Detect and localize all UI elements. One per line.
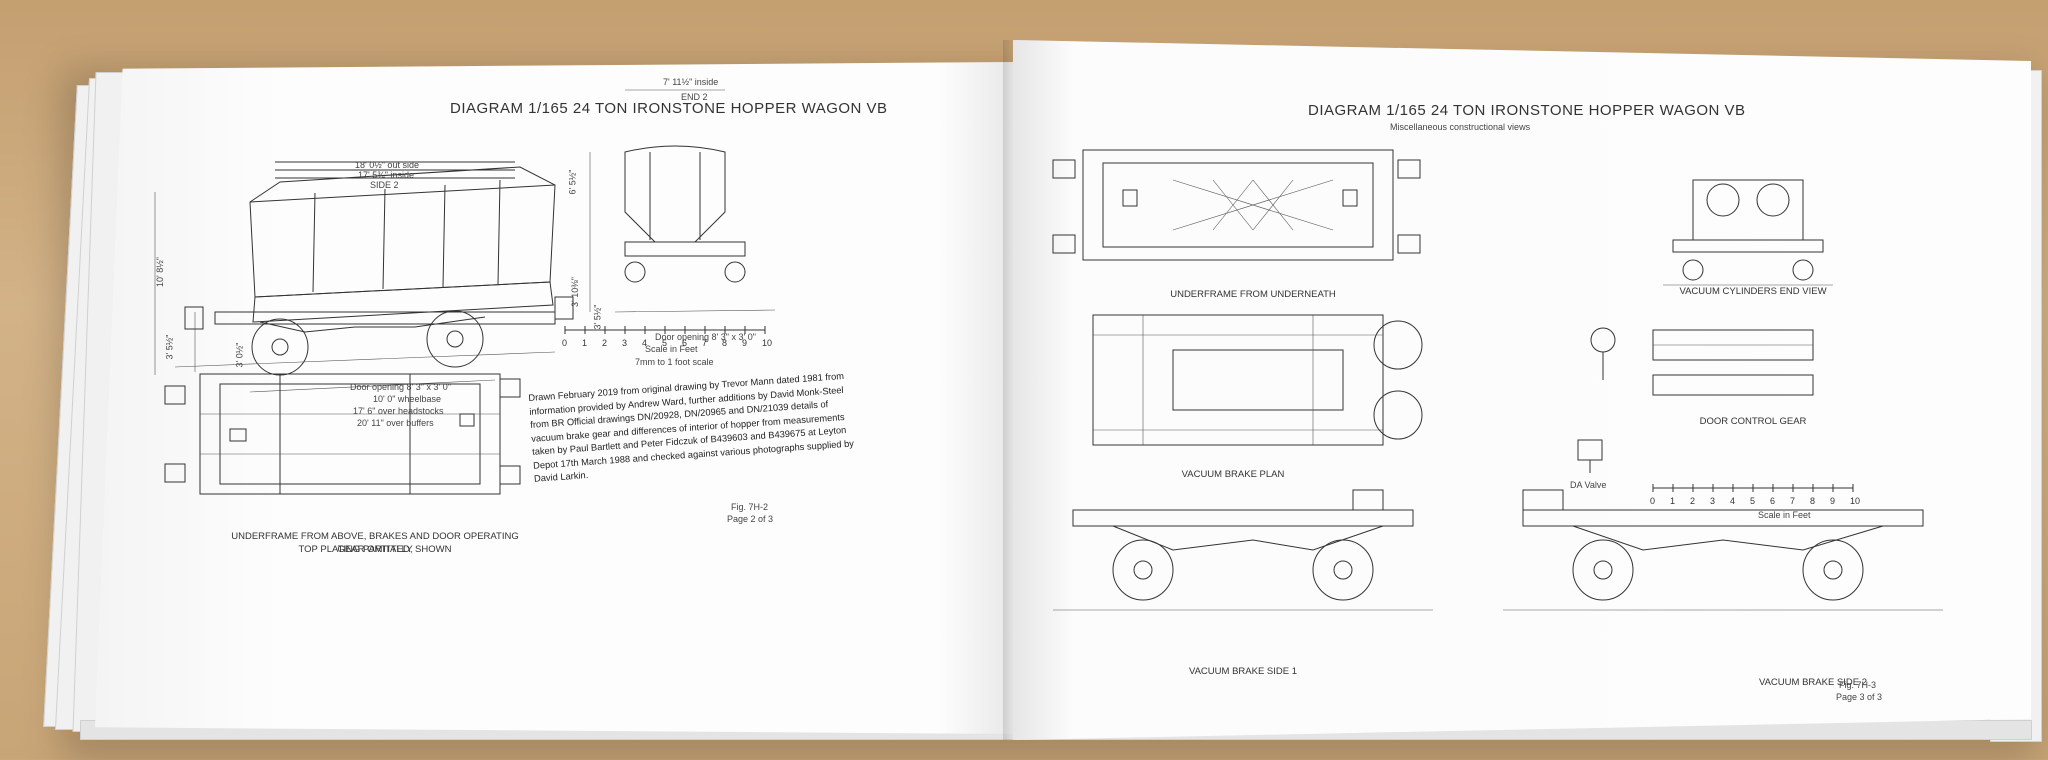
scale-tick-label: 2 [602,338,607,348]
scale-tick-label: 4 [1730,496,1735,506]
caption-vacuum-brake-side-2: VACUUM BRAKE SIDE 2 [1758,677,1868,688]
side-headstocks-dim: 17' 6" over headstocks [353,406,444,416]
caption-door-control-gear: DOOR CONTROL GEAR [1699,416,1807,427]
caption-vacuum-brake-side-1: VACUUM BRAKE SIDE 1 [1188,666,1298,677]
right-page: DIAGRAM 1/165 24 TON IRONSTONE HOPPER WA… [1013,40,2031,740]
scale-tick-label: 3 [622,338,627,348]
vacuum-cylinders-end-view [1663,179,1833,286]
side-height-dim: 10' 8½" [154,257,165,287]
end-width-dim: 7' 11½" inside [663,77,719,87]
left-scale-label: Scale in Feet [645,344,698,354]
left-page: DIAGRAM 1/165 24 TON IRONSTONE HOPPER WA… [95,62,1013,734]
scale-tick-label: 6 [682,338,687,348]
right-scale-bar: 0 1 2 3 4 5 6 7 8 9 10 [1650,484,1860,506]
left-fig-number: Fig. 7H-2 [731,502,769,512]
scale-tick-label: 0 [1650,496,1655,506]
scale-tick-label: 6 [1770,496,1775,506]
left-scale-bar: 0 1 2 3 4 5 6 7 8 9 10 [562,326,772,348]
da-valve-drawing [1577,439,1603,473]
scale-tick-label: 8 [722,338,727,348]
vacuum-brake-side-2 [1503,489,1943,611]
hopper-end-elevation [589,89,776,313]
scale-tick-label: 2 [1690,496,1695,506]
underframe-from-underneath [1052,149,1421,261]
scale-tick-label: 5 [662,338,667,348]
side-dim-outside: 18' 0½" out side [355,160,419,170]
right-scale-label: Scale in Feet [1758,510,1811,520]
side-door-dim: Door opening 8' 3" x 3' 0" [350,382,451,392]
vacuum-brake-side-1 [1053,489,1433,611]
end-height-dim-2: 3' 10⅜" [569,277,580,307]
right-fig-number: Fig. 7H-3 [1839,680,1877,690]
scale-tick-label: 1 [582,338,587,348]
vacuum-brake-plan [1092,314,1423,446]
scale-tick-label: 10 [1850,496,1860,506]
scale-tick-label: 7 [702,338,707,348]
door-control-gear [1590,327,1814,396]
caption-underframe-underneath: UNDERFRAME FROM UNDERNEATH [1170,289,1336,300]
scale-tick-label: 9 [742,338,747,348]
caption-vacuum-cylinders: VACUUM CYLINDERS END VIEW [1679,286,1827,297]
side-wheelbase-dim: 10' 0" wheelbase [373,394,441,404]
caption-vacuum-brake-plan: VACUUM BRAKE PLAN [1181,469,1285,480]
underframe-caption-line2: TOP PLATING PARTIALLY SHOWN [298,544,452,555]
scale-tick-label: 0 [562,338,567,348]
scale-tick-label: 3 [1710,496,1715,506]
underframe-caption-line1: UNDERFRAME FROM ABOVE, BRAKES AND DOOR O… [231,531,519,555]
end-height-dim-1: 6' 5½" [567,169,578,195]
scale-tick-label: 10 [762,338,772,348]
left-page-number: Page 2 of 3 [727,514,774,524]
drawing-notes: Drawn February 2019 from original drawin… [528,370,855,484]
underframe-from-above [164,373,521,495]
side-label: SIDE 2 [370,180,399,190]
right-page-subtitle: Miscellaneous constructional views [1390,122,1531,132]
left-scale-note: 7mm to 1 foot scale [635,357,714,367]
side-buffers-dim: 20' 11" over buffers [357,418,434,428]
scale-tick-label: 4 [642,338,647,348]
caption-da-valve: DA Valve [1570,480,1607,490]
right-page-number: Page 3 of 3 [1836,692,1883,702]
left-page-title: DIAGRAM 1/165 24 TON IRONSTONE HOPPER WA… [450,100,888,117]
side-dim-inside: 17' 5¾" inside [358,170,414,180]
end-door-dim: Door opening 8' 3" x 3' 0" [655,332,756,342]
scale-tick-label: 9 [1830,496,1835,506]
scale-tick-label: 1 [1670,496,1675,506]
scale-tick-label: 8 [1810,496,1815,506]
end-label: END 2 [681,92,708,102]
right-page-title: DIAGRAM 1/165 24 TON IRONSTONE HOPPER WA… [1308,102,1746,119]
scale-tick-label: 7 [1790,496,1795,506]
scale-tick-label: 5 [1750,496,1755,506]
hopper-side-elevation [154,161,574,393]
